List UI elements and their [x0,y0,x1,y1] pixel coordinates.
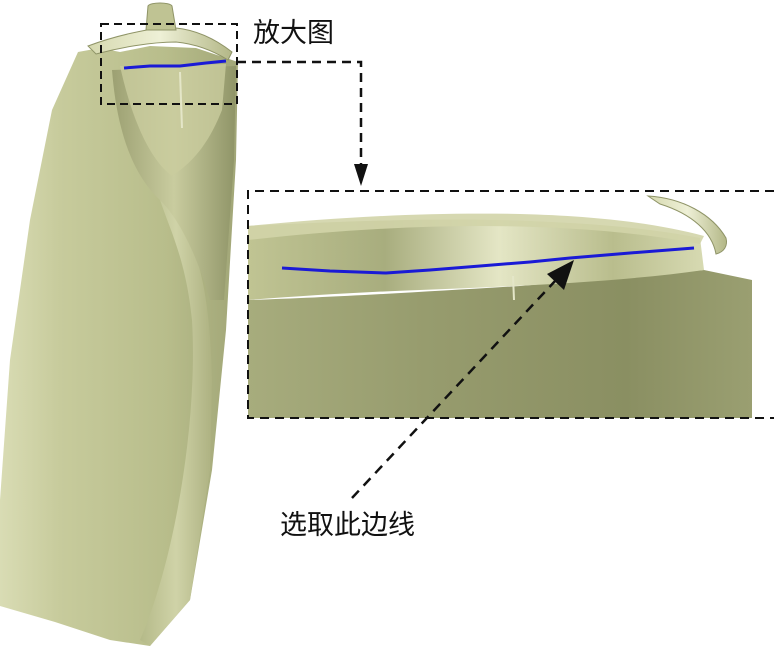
select-edge-label: 选取此边线 [280,510,415,541]
zoom-lower-block [248,270,752,418]
zoom-cap-lip [646,195,727,255]
bottle-right-face [140,200,212,646]
zoom-upper-ring [248,219,704,300]
bottle-inner-edge [179,71,183,129]
bottle-spout [145,2,177,31]
bottle-neck-shade [120,64,226,176]
select-edge-arrowhead [547,260,574,290]
bottle-model [0,2,238,646]
zoom-view [248,195,752,418]
zoom-connector [237,60,363,168]
zoom-view-frame [247,190,774,419]
zoom-connector-arrowhead [354,164,368,186]
zoom-ring-top-band [248,213,704,244]
bottle-selected-edge [123,59,227,70]
zoom-inner-edge [512,275,515,301]
zoom-source-box [100,23,238,105]
zoom-view-label: 放大图 [253,18,334,49]
zoom-selected-edge [281,246,695,275]
